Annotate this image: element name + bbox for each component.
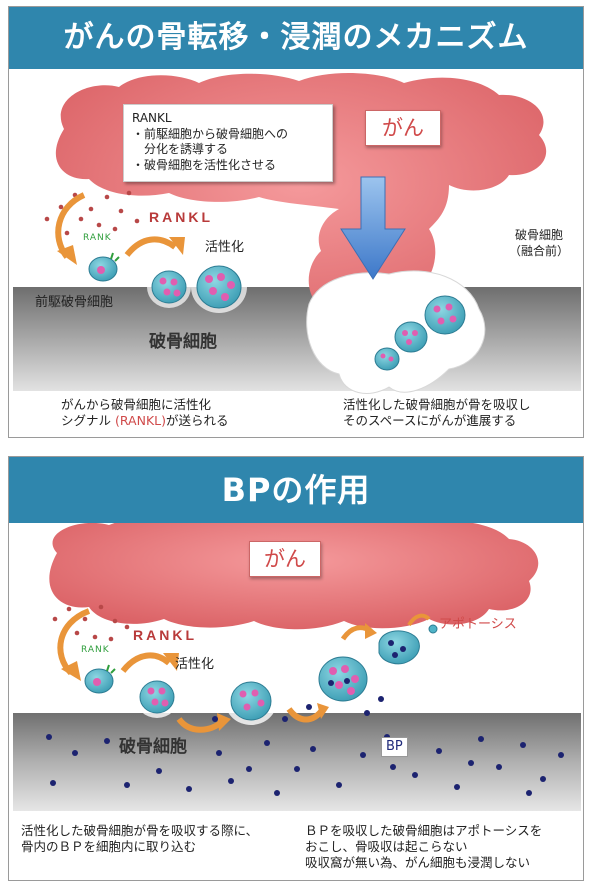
bone-layer (13, 713, 581, 811)
invading-osteoclasts (374, 295, 466, 371)
apoptosis-arrow-2 (407, 613, 431, 627)
rankl-callout-line1: ・前駆細胞から破骨細胞への (132, 126, 289, 141)
rank-label: RANK (83, 233, 112, 243)
caption-right-line2: そのスペースにがんが進展する (343, 413, 517, 428)
caption-right-line1: ＢＰを吸収した破骨細胞はアポトーシスを (305, 823, 543, 838)
osteoclast-label: 破骨細胞 (149, 332, 217, 352)
panel1-title: がんの骨転移・浸潤のメカニズム (9, 7, 583, 69)
precursor-cell (88, 252, 120, 282)
caption-left: 活性化した破骨細胞が骨を吸収する際に、 骨内のＢＰを細胞内に取り込む (21, 823, 258, 855)
osteoclast-1 (135, 676, 179, 718)
caption-left-line2-start: シグナル (61, 413, 115, 428)
rankl-callout-line2: 分化を誘導する (144, 142, 229, 156)
cancer-label: がん (365, 110, 441, 146)
osteoclast-2 (225, 677, 277, 725)
bp-molecules (46, 696, 564, 796)
osteoclast-small (147, 266, 191, 308)
osteoclast-before-fusion-label: 破骨細胞 （融合前） (509, 227, 569, 259)
caption-left-line2: シグナル (RANKL)が送られる (61, 413, 229, 429)
caption-left-line2: 骨内のＢＰを細胞内に取り込む (21, 839, 197, 854)
caption-right-line1: 活性化した破骨細胞が骨を吸収し (343, 397, 531, 412)
caption-right: 活性化した破骨細胞が骨を吸収し そのスペースにがんが進展する (343, 397, 531, 429)
invasion-arrow (340, 176, 406, 280)
caption-left: がんから破骨細胞に活性化 シグナル (RANKL)が送られる (61, 397, 229, 429)
rankl-callout: RANKL ・前駆細胞から破骨細胞への 分化を誘導する ・破骨細胞を活性化させる (123, 104, 333, 182)
caption-left-line1: がんから破骨細胞に活性化 (61, 397, 212, 412)
bp-action-panel: BPの作用 (8, 456, 584, 881)
caption-right: ＢＰを吸収した破骨細胞はアポトーシスを おこし、骨吸収は起こらない 吸収窩が無い… (305, 823, 542, 871)
metastasis-panel: がんの骨転移・浸潤のメカニズム (8, 6, 584, 438)
apoptosis-label: アポトーシス (439, 617, 517, 632)
differentiation-arrow (120, 652, 171, 673)
caption-right-line3: 吸収窩が無い為、がん細胞も浸潤しない (305, 855, 531, 870)
bone-layer (13, 287, 581, 391)
activation-label: 活性化 (205, 240, 245, 255)
osteoclast-label: 破骨細胞 (119, 737, 187, 757)
precursor-cell (84, 664, 116, 694)
bp-label: BP (381, 737, 408, 757)
rankl-label: RANKL (133, 627, 197, 643)
rankl-callout-line3: ・破骨細胞を活性化させる (132, 157, 277, 172)
osteoclast-large (191, 261, 247, 313)
rankl-label: RANKL (149, 209, 213, 225)
differentiation-arrow (124, 236, 177, 257)
caption-left-line1: 活性化した破骨細胞が骨を吸収する際に、 (21, 823, 259, 838)
apoptotic-cell (378, 624, 438, 665)
panel2-title: BPの作用 (9, 457, 583, 523)
cancer-label: がん (249, 541, 321, 577)
osteoclast-before-fusion-line2: （融合前） (509, 244, 570, 258)
activation-label: 活性化 (175, 657, 215, 672)
bp-illustration (13, 523, 581, 811)
rankl-callout-heading: RANKL (132, 111, 172, 125)
precursor-label: 前駆破骨細胞 (35, 295, 114, 310)
osteoclast-3 (313, 651, 373, 707)
caption-left-line2-end: が送られる (165, 413, 229, 428)
caption-left-rankl: (RANKL) (114, 413, 166, 428)
osteoclast-before-fusion-line1: 破骨細胞 (515, 228, 564, 242)
rankl-signal-dots (52, 604, 130, 642)
caption-right-line2: おこし、骨吸収は起こらない (305, 839, 468, 854)
rank-label: RANK (81, 645, 110, 655)
